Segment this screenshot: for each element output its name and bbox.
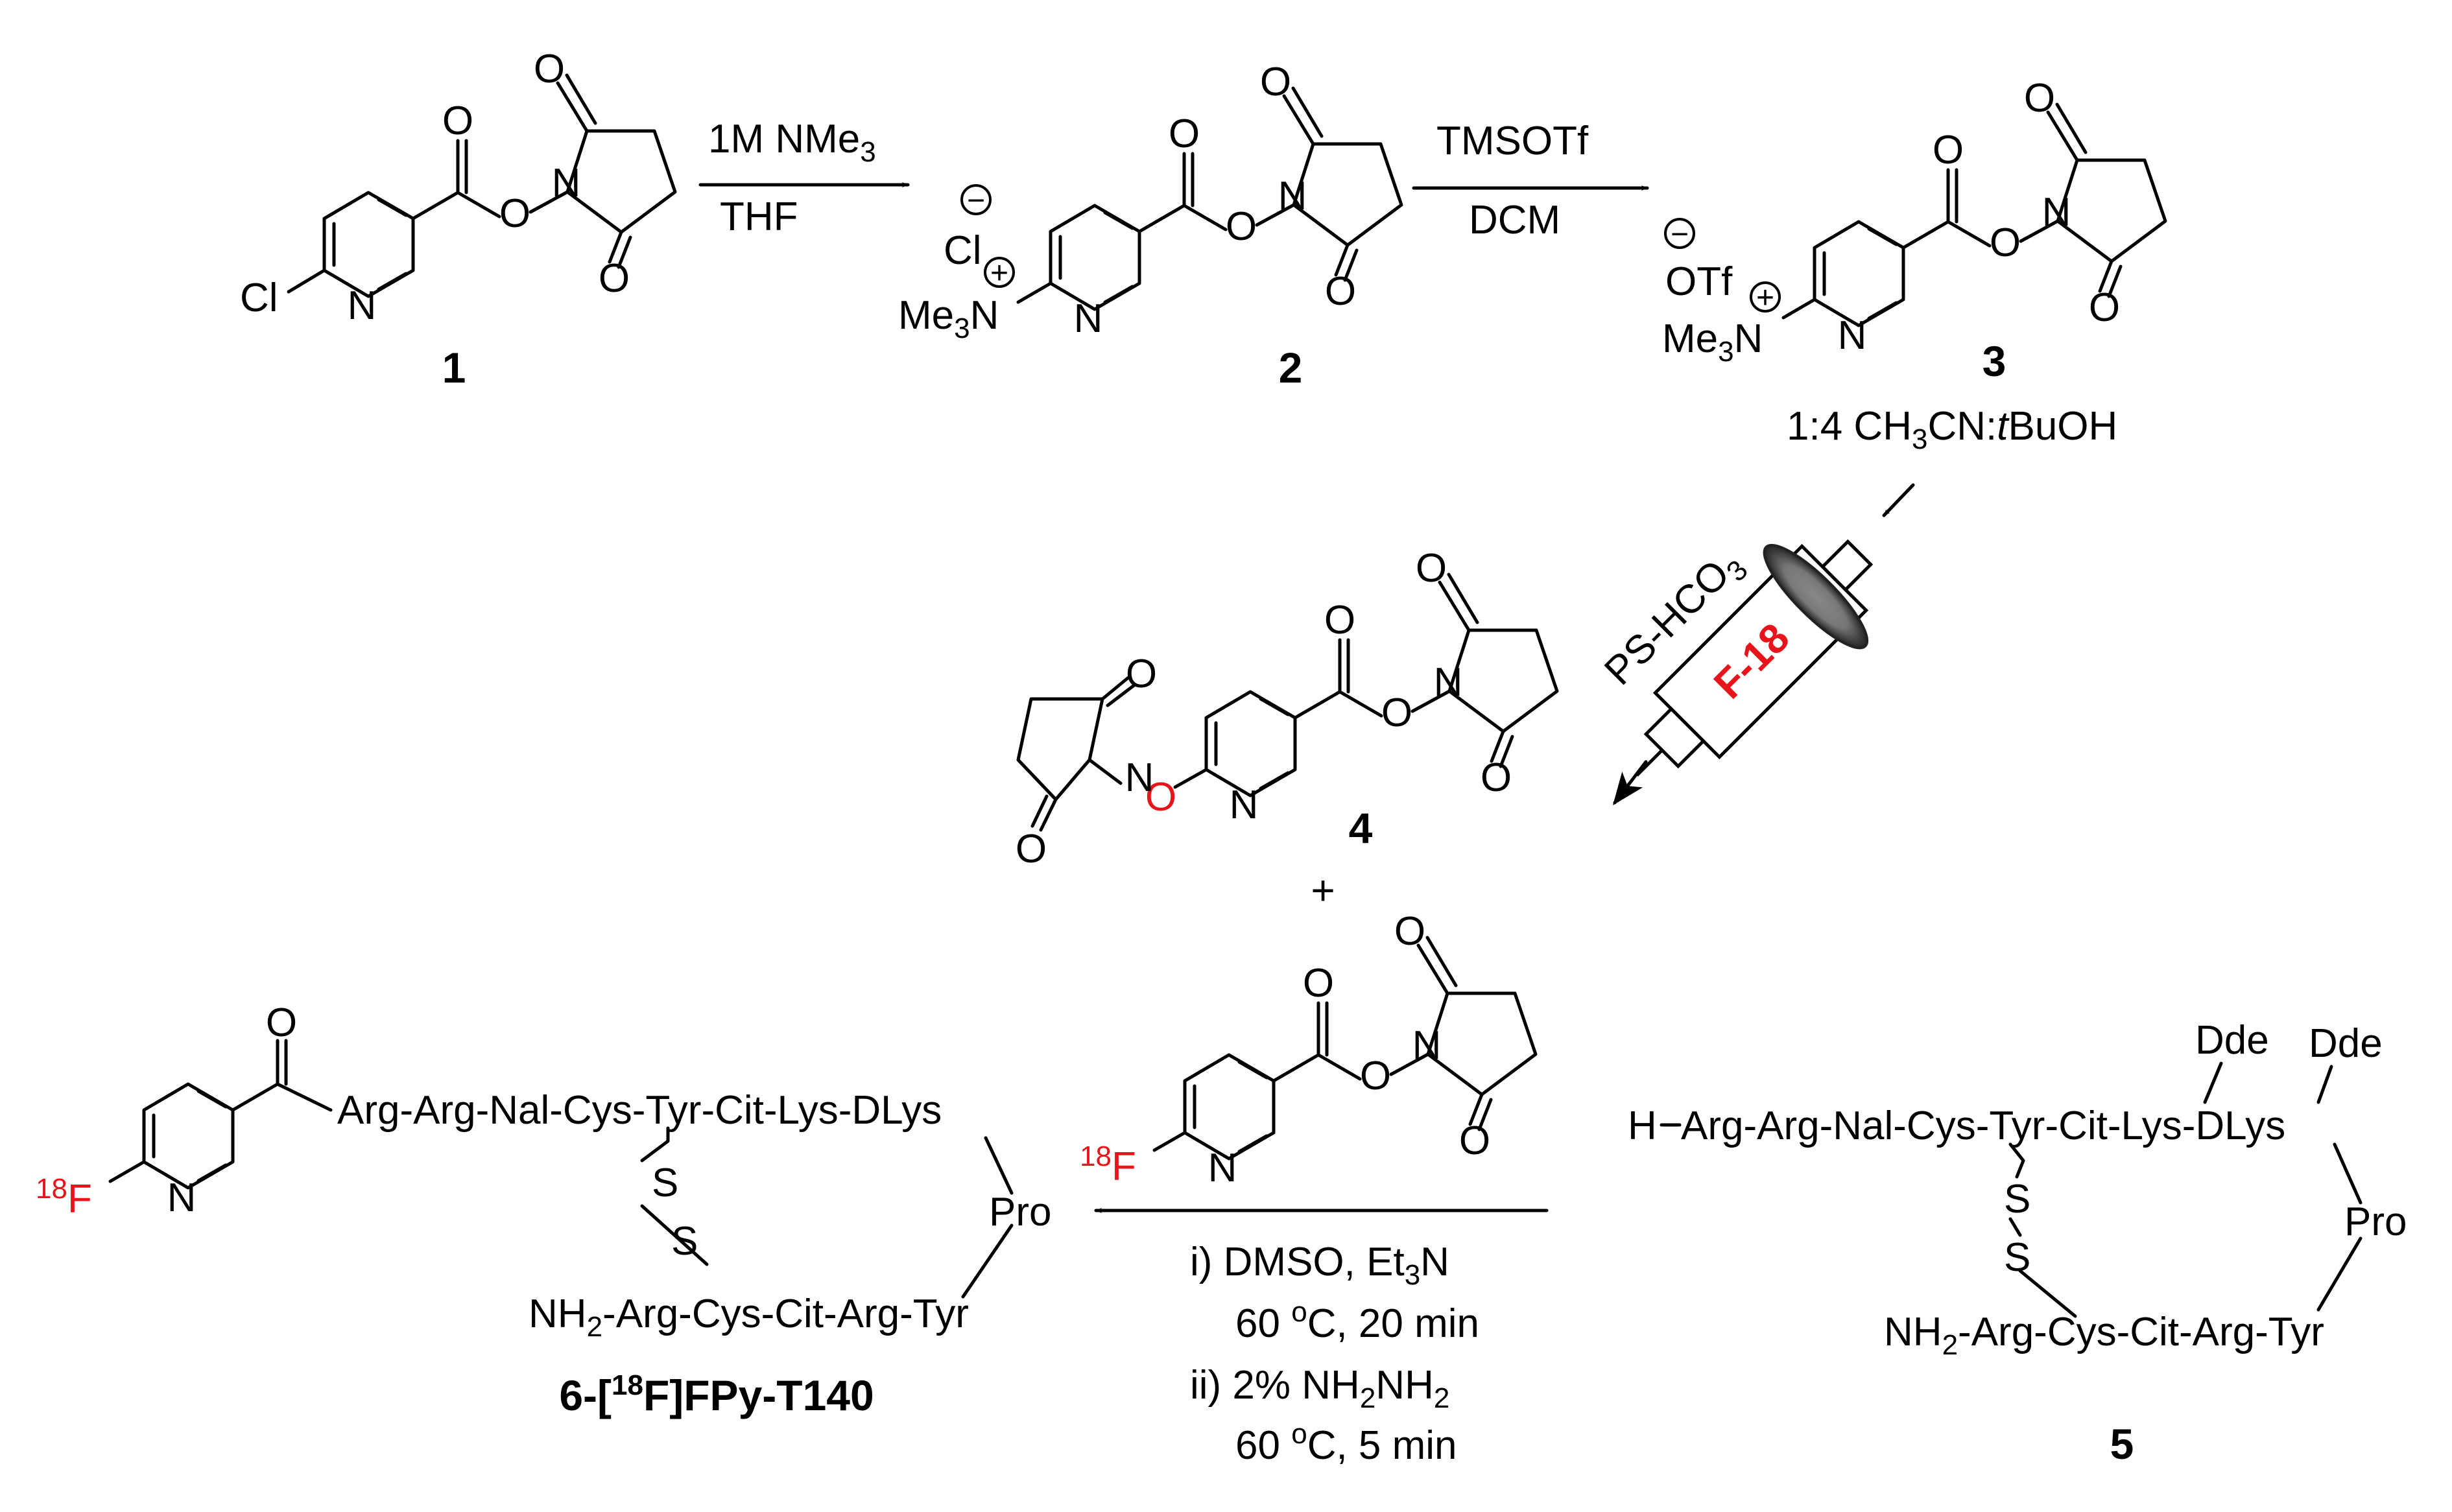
product-peptide: 18F N O Arg-Arg-Nal-Cys-Tyr-Cit-Lys-DLys… [36, 1000, 1051, 1419]
succinimide-nitrogen: N [1412, 1023, 1442, 1068]
inlet-arrow [1882, 483, 1915, 517]
n-terminal-hydrogen: H [1628, 1104, 1657, 1148]
trimethylammonium: Me3N [1662, 316, 1763, 368]
reagent-1: 1M NMe3 [708, 117, 876, 168]
condition-2: 60 oC, 20 min [1235, 1296, 1479, 1346]
condition-1: i) DMSO, Et3N [1190, 1240, 1449, 1291]
negative-charge [960, 184, 992, 215]
imide-nitrogen: N [1125, 755, 1154, 800]
dde-protecting-group: Dde [2195, 1018, 2269, 1063]
compound-4-label: 4 [1349, 804, 1373, 852]
cartridge-resin-ring [1763, 543, 1869, 650]
succinimide-nitrogen: N [552, 161, 581, 206]
disulfide-sulfur: S [652, 1161, 678, 1205]
proline-residue: Pro [989, 1190, 1051, 1234]
fluorine-18: 18F [1080, 1140, 1136, 1189]
ester-oxygen: O [499, 191, 530, 236]
positive-charge [1750, 281, 1781, 313]
fluoro-active-ester: 18F N O O N O O [1080, 909, 1538, 1190]
carbonyl-oxygen: O [266, 1000, 297, 1045]
succinimide-oxygen: O [1481, 755, 1512, 800]
succinimide-nitrogen: N [1278, 174, 1307, 219]
disulfide-sulfur: S [671, 1219, 698, 1264]
succinimide-nitrogen: N [1434, 660, 1463, 705]
disulfide-sulfur: S [2004, 1177, 2030, 1222]
compound-4: O N O O N O O N O O 4 [1016, 546, 1559, 871]
product-peptide-chain: Arg-Arg-Nal-Cys-Tyr-Cit-Lys-DLys [337, 1088, 942, 1133]
carbonyl-oxygen: O [442, 99, 473, 143]
solvent-3: 1:4 CH3CN:tBuOH [1787, 404, 2117, 455]
succinimide-oxygen: O [2024, 76, 2055, 121]
carbonyl-oxygen: O [1933, 128, 1964, 172]
solvent-1: THF [720, 195, 798, 239]
ester-oxygen: O [1360, 1054, 1391, 1098]
carbonyl-oxygen: O [1303, 961, 1334, 1006]
product-peptide-bottom: NH2-Arg-Cys-Cit-Arg-Tyr [529, 1292, 969, 1343]
solvent-2: DCM [1469, 198, 1560, 242]
ester-oxygen: O [1381, 691, 1412, 735]
dde-protecting-group: Dde [2309, 1021, 2383, 1066]
minus-charge-glyph: − [1671, 217, 1689, 252]
trimethylammonium: Me3N [898, 293, 999, 344]
compound-5-label: 5 [2110, 1420, 2134, 1468]
ester-oxygen: O [1990, 220, 2021, 265]
proline-residue: Pro [2344, 1199, 2407, 1244]
ester-oxygen: O [1226, 204, 1257, 249]
carbonyl-oxygen: O [1324, 598, 1355, 643]
condition-4: 60 oC, 5 min [1235, 1418, 1457, 1468]
succinimide-oxygen: O [534, 47, 565, 91]
compound-5: H Arg-Arg-Nal-Cys-Tyr-Cit-Lys-DLys Dde D… [1628, 1018, 2407, 1468]
triflate-anion: OTf [1665, 259, 1733, 304]
succinimide-oxygen: O [2089, 285, 2120, 330]
carbonyl-oxygen: O [1169, 112, 1200, 156]
succinimide-oxygen: O [1394, 909, 1425, 954]
pyridine-nitrogen: N [348, 283, 377, 328]
n-oxy-oxygen: O [1145, 775, 1176, 820]
succinimide-oxygen: O [599, 256, 630, 301]
succinimide-oxygen: O [1325, 269, 1356, 314]
plus-charge-glyph: + [990, 256, 1008, 290]
disulfide-sulfur: S [2004, 1235, 2030, 1280]
compound-5-peptide-bottom: NH2-Arg-Cys-Cit-Arg-Tyr [1884, 1310, 2324, 1361]
reagent-2: TMSOTf [1436, 119, 1589, 163]
fluorine-18: 18F [36, 1173, 92, 1222]
succinimide-oxygen: O [1459, 1118, 1490, 1163]
succinimide-nitrogen: N [2042, 190, 2071, 235]
condition-3: ii) 2% NH2NH2 [1190, 1363, 1449, 1414]
succinimide-oxygen: O [1260, 60, 1291, 104]
ion-exchange-cartridge: F-18 PS-HCO3 [1596, 483, 1915, 805]
plus-charge-glyph: + [1756, 281, 1774, 315]
compound-3-label: 3 [1982, 337, 2006, 385]
minus-charge-glyph: − [967, 183, 985, 218]
pyridine-nitrogen: N [1230, 783, 1259, 827]
product-name: 6-[18F]FPy-T140 [559, 1369, 874, 1419]
compound-2: Me3N + Cl − N O O N O O 2 [898, 60, 1403, 392]
pyridine-nitrogen: N [1208, 1146, 1237, 1190]
compound-2-label: 2 [1279, 344, 1303, 392]
negative-charge [1664, 218, 1695, 249]
pyridine-nitrogen: N [167, 1175, 196, 1220]
plus-sign: + [1311, 867, 1335, 914]
imide-oxygen: O [1016, 827, 1047, 871]
pyridine-nitrogen: N [1074, 296, 1103, 341]
imide-oxygen: O [1126, 652, 1157, 696]
compound-5-peptide-chain: Arg-Arg-Nal-Cys-Tyr-Cit-Lys-DLys [1681, 1104, 2285, 1148]
positive-charge [984, 257, 1015, 288]
compound-1: Cl N O O N O O 1 [240, 47, 677, 392]
chloride-anion: Cl [944, 228, 982, 273]
succinimide-oxygen: O [1416, 546, 1447, 591]
compound-1-label: 1 [442, 344, 466, 392]
final-conditions: i) DMSO, Et3N 60 oC, 20 min ii) 2% NH2NH… [1190, 1240, 1479, 1468]
chlorine-atom: Cl [240, 276, 278, 320]
pyridine-nitrogen: N [1838, 313, 1867, 358]
outlet-arrow [1612, 760, 1648, 805]
compound-3: Me3N + OTf − N O O N O O 3 [1662, 76, 2167, 385]
